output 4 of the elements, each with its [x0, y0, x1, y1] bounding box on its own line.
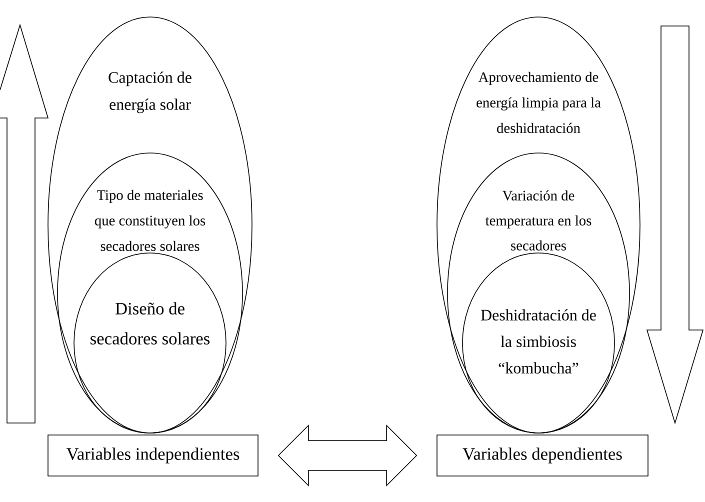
label-box: Variables dependientes [436, 434, 648, 476]
oval: Deshidratación de la simbiosis “kombucha” [462, 252, 615, 434]
label-box: Variables independientes [48, 434, 258, 476]
oval: Diseño de secadores solares [74, 252, 226, 434]
